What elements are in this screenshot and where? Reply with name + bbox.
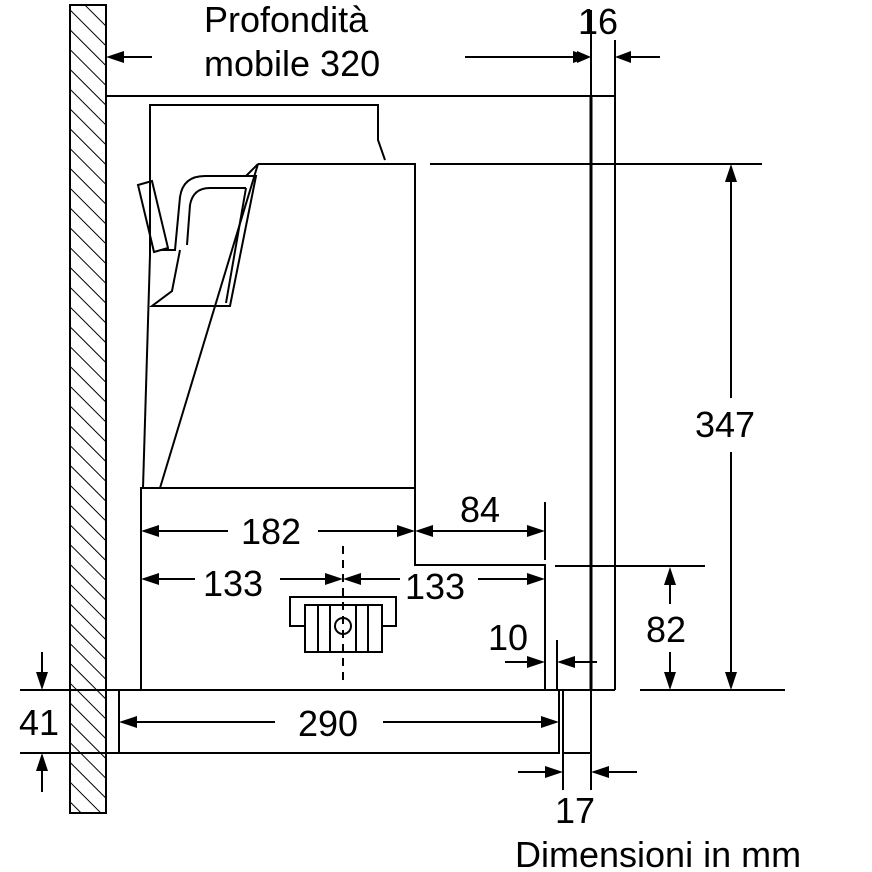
dim-133-left-label: 133: [203, 563, 263, 604]
dimension-10: 10: [488, 617, 597, 668]
dimension-290: 290: [119, 703, 559, 744]
bottom-panel: [118, 689, 592, 754]
cabinet-outline: [106, 95, 616, 691]
dimension-84: 84: [415, 489, 545, 537]
depth-label-line1: Profondità: [204, 0, 369, 40]
dimension-82: 82: [646, 567, 686, 690]
dim-133-right-label: 133: [405, 566, 465, 607]
dimension-347: 347: [695, 164, 755, 690]
dimension-16: 16: [577, 1, 660, 63]
exhaust-connector: [289, 546, 397, 686]
dimension-17: 17: [518, 766, 637, 831]
hood-body: [136, 104, 546, 690]
dimension-depth-320: Profondità mobile 320: [106, 0, 591, 84]
dim-10-label: 10: [488, 617, 528, 658]
dimension-182: 182: [141, 511, 415, 552]
extension-lines: [20, 10, 785, 790]
wall: [69, 4, 107, 814]
dim-82-label: 82: [646, 609, 686, 650]
dim-17-label: 17: [555, 790, 595, 831]
dimension-133-133: 133 133: [141, 563, 545, 607]
dimension-41: 41: [19, 652, 59, 792]
depth-label-line2: mobile 320: [204, 43, 380, 84]
dim-182-label: 182: [241, 511, 301, 552]
units-caption: Dimensioni in mm: [515, 834, 801, 872]
dim-347-label: 347: [695, 404, 755, 445]
dim-16-label: 16: [578, 1, 618, 42]
dim-290-label: 290: [298, 703, 358, 744]
dim-41-label: 41: [19, 702, 59, 743]
dim-84-label: 84: [460, 489, 500, 530]
